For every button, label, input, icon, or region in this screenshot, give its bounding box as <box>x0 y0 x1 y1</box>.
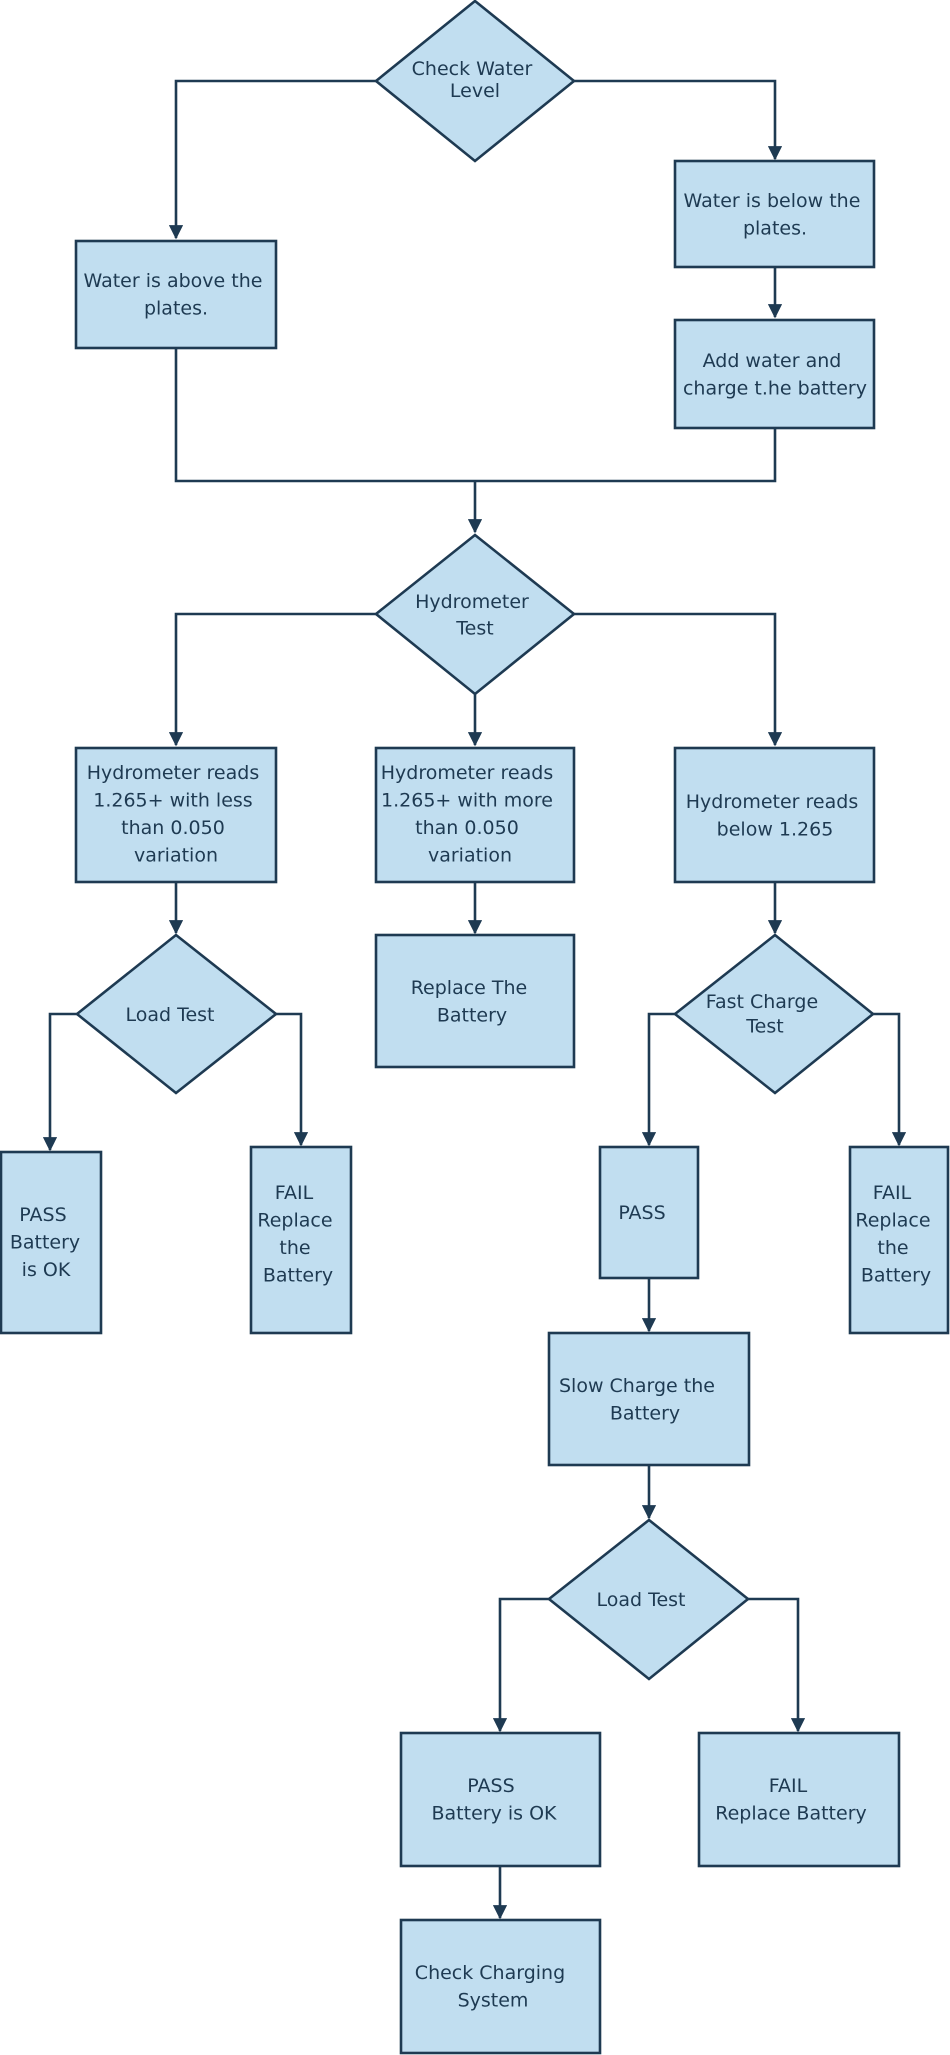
edge-add-to-merge <box>475 428 777 483</box>
decision-fast-charge-test: Fast Charge Test <box>672 933 876 1095</box>
result-fail-replace-1: FAIL Replace the Battery <box>249 1145 353 1335</box>
node-label: FAIL Replace the Battery <box>855 1182 936 1287</box>
process-add-water: Add water and charge t.he battery <box>673 318 876 430</box>
process-check-charging-system: Check Charging System <box>399 1918 602 2055</box>
node-label: Hydrometer reads 1.265+ with more than 0… <box>381 762 560 867</box>
process-water-above: Water is above the plates. <box>74 239 278 350</box>
connectors <box>42 79 907 1920</box>
process-reads-below: Hydrometer reads below 1.265 <box>673 746 876 884</box>
node-label: FAIL Replace Battery <box>715 1775 867 1825</box>
node-label: FAIL Replace the Battery <box>257 1182 338 1287</box>
decision-check-water-level: Check Water Level <box>373 0 577 163</box>
node-label: Add water and charge t.he battery <box>683 350 867 400</box>
node-label: PASS <box>618 1202 665 1224</box>
node-label: Hydrometer reads 1.265+ with less than 0… <box>87 762 266 867</box>
result-fail-replace-2: FAIL Replace the Battery <box>848 1145 950 1335</box>
decision-load-test-1: Load Test <box>74 933 279 1095</box>
node-label: Hydrometer Test <box>415 591 535 640</box>
node-label: Slow Charge the Battery <box>559 1375 721 1425</box>
node-label: PASS Battery is OK <box>432 1775 558 1825</box>
process-replace-the-battery: Replace The Battery <box>374 933 576 1069</box>
node-label: Check Water Level <box>412 58 539 102</box>
edge-hydro-to-below <box>574 612 783 747</box>
result-fail-replace-battery: FAIL Replace Battery <box>697 1731 901 1868</box>
node-label: Replace The Battery <box>411 977 534 1027</box>
node-label: Water is above the plates. <box>84 270 269 320</box>
node-label: Water is below the plates. <box>684 190 867 240</box>
edge-fastcharge-to-fail <box>873 1012 907 1147</box>
edge-loadtest2-to-pass <box>492 1597 549 1733</box>
process-reads-more-variation: Hydrometer reads 1.265+ with more than 0… <box>374 746 576 884</box>
node-label: PASS Battery is OK <box>10 1204 86 1281</box>
edge-loadtest-to-pass <box>42 1012 77 1152</box>
process-water-below: Water is below the plates. <box>673 159 876 269</box>
result-pass-fast-charge: PASS <box>598 1145 700 1280</box>
edge-hydro-to-less <box>168 612 376 747</box>
result-pass-battery-ok-2: PASS Battery is OK <box>399 1731 602 1868</box>
process-reads-less-variation: Hydrometer reads 1.265+ with less than 0… <box>74 746 278 884</box>
node-label: Fast Charge Test <box>706 991 824 1038</box>
node-label: Hydrometer reads below 1.265 <box>686 791 865 841</box>
node-label: Load Test <box>596 1589 685 1611</box>
edge-loadtest-to-fail <box>276 1012 309 1147</box>
edge-check-to-below <box>574 79 783 161</box>
node-label: Check Charging System <box>415 1962 571 2012</box>
decision-hydrometer-test: Hydrometer Test <box>373 533 577 696</box>
decision-load-test-2: Load Test <box>546 1518 751 1681</box>
edge-fastcharge-to-pass <box>641 1012 675 1147</box>
edge-loadtest2-to-fail <box>748 1597 806 1733</box>
result-pass-battery-ok-1: PASS Battery is OK <box>0 1150 103 1335</box>
edge-check-to-above <box>168 79 376 240</box>
node-label: Load Test <box>125 1004 214 1026</box>
edge-above-to-merge <box>174 348 475 483</box>
process-slow-charge: Slow Charge the Battery <box>547 1331 751 1467</box>
